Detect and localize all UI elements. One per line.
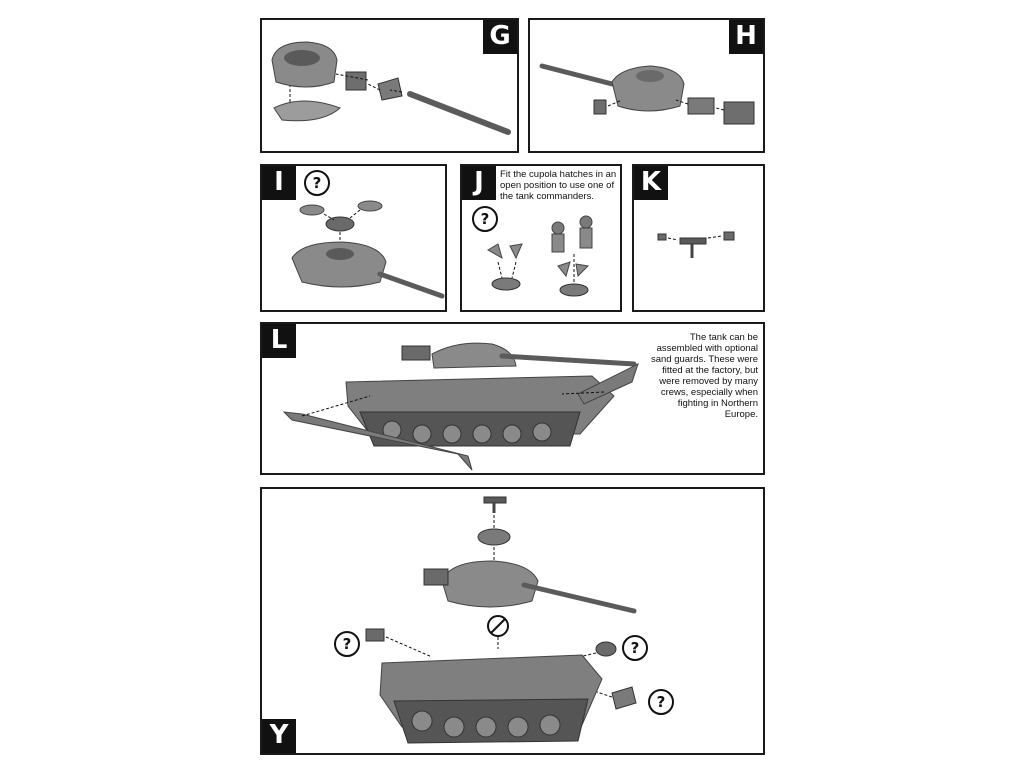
step-i-panel: I ? (260, 164, 447, 312)
step-k-panel: K (632, 164, 765, 312)
step-l-panel: L The tank can be assembled with optiona… (260, 322, 765, 475)
step-l-illustration (262, 324, 765, 475)
step-j-panel: J Fit the cupola hatches in an open posi… (460, 164, 622, 312)
step-k-illustration (634, 166, 765, 312)
step-g-panel: G (260, 18, 519, 153)
step-h-panel: H (528, 18, 765, 153)
final-assembly-panel: Y ? ? ? (260, 487, 765, 755)
step-j-illustration (462, 166, 622, 312)
step-i-illustration (262, 166, 447, 312)
step-h-illustration (530, 20, 765, 153)
final-assembly-illustration (262, 489, 765, 755)
step-g-illustration (262, 20, 519, 153)
